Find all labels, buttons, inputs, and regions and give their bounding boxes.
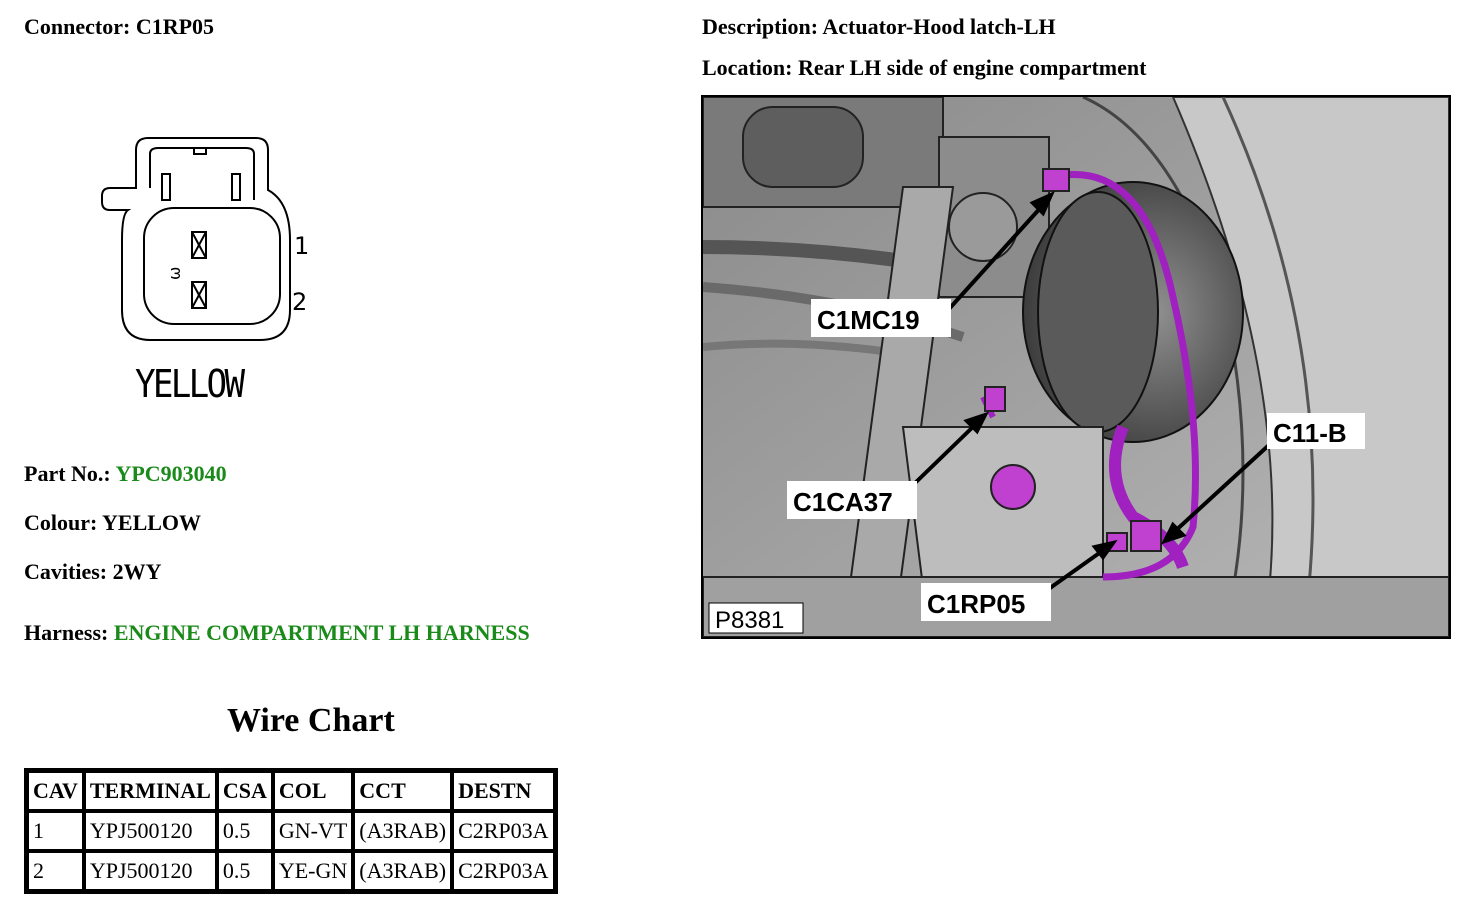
header-destn: DESTN (452, 771, 555, 811)
cavities-line: Cavities: 2WY (24, 559, 161, 585)
colour-label: Colour: (24, 510, 98, 535)
cell-csa: 0.5 (216, 811, 273, 851)
pin-label-1: 1 (294, 232, 309, 260)
harness-line: Harness: ENGINE COMPARTMENT LH HARNESS (24, 620, 530, 646)
colour-line: Colour: YELLOW (24, 510, 201, 536)
harness-value: ENGINE COMPARTMENT LH HARNESS (113, 620, 530, 645)
table-row: 2 YPJ500120 0.5 YE-GN (A3RAB) C2RP03A (27, 851, 555, 891)
harness-label: Harness: (24, 620, 109, 645)
key-mark: ω (165, 267, 184, 280)
location-label: Location: (702, 55, 793, 80)
cell-col: YE-GN (272, 851, 354, 891)
description-label: Description: (702, 14, 819, 39)
header-cav: CAV (27, 771, 84, 811)
connector-heading: Connector: C1RP05 (24, 14, 214, 40)
table-header-row: CAV TERMINAL CSA COL CCT DESTN (27, 771, 555, 811)
cavities-label: Cavities: (24, 559, 108, 584)
description-heading: Description: Actuator-Hood latch-LH (702, 14, 1056, 40)
part-no-line: Part No.: YPC903040 (24, 461, 227, 487)
callout-c11b: C11-B (1273, 418, 1347, 448)
header-cct: CCT (353, 771, 453, 811)
colour-value: YELLOW (102, 510, 202, 535)
callout-c1ca37: C1CA37 (793, 487, 893, 517)
connector-value: C1RP05 (135, 14, 215, 39)
connector-face-diagram: ω 1 2 (101, 137, 309, 341)
cell-cav: 2 (27, 851, 84, 891)
diagram-caption: YELLOW (135, 362, 245, 406)
connector-label: Connector: (24, 14, 131, 39)
callout-c1mc19: C1MC19 (817, 305, 920, 335)
part-no-label: Part No.: (24, 461, 111, 486)
figure-id: P8381 (715, 607, 784, 634)
header-csa: CSA (216, 771, 273, 811)
callout-c1rp05: C1RP05 (927, 589, 1025, 619)
cell-cav: 1 (27, 811, 84, 851)
pin-label-2: 2 (292, 288, 307, 316)
engine-bay-illustration: C1MC19 C1CA37 C11-B C1RP05 P8381 (703, 97, 1449, 637)
table-row: 1 YPJ500120 0.5 GN-VT (A3RAB) C2RP03A (27, 811, 555, 851)
header-col: COL (272, 771, 354, 811)
location-value: Rear LH side of engine compartment (797, 55, 1147, 80)
location-heading: Location: Rear LH side of engine compart… (702, 55, 1146, 81)
cell-col: GN-VT (272, 811, 354, 851)
header-terminal: TERMINAL (83, 771, 217, 811)
cell-cct: (A3RAB) (353, 851, 453, 891)
wire-chart-table: CAV TERMINAL CSA COL CCT DESTN 1 YPJ5001… (24, 768, 558, 894)
description-value: Actuator-Hood latch-LH (822, 14, 1056, 39)
cavities-value: 2WY (112, 559, 162, 584)
part-no-value: YPC903040 (115, 461, 227, 486)
cell-destn: C2RP03A (452, 851, 555, 891)
cell-csa: 0.5 (216, 851, 273, 891)
cell-terminal: YPJ500120 (83, 811, 217, 851)
wire-chart-title: Wire Chart (227, 702, 395, 739)
cell-destn: C2RP03A (452, 811, 555, 851)
cell-cct: (A3RAB) (353, 811, 453, 851)
location-photo: C1MC19 C1CA37 C11-B C1RP05 P8381 (701, 95, 1451, 639)
cell-terminal: YPJ500120 (83, 851, 217, 891)
